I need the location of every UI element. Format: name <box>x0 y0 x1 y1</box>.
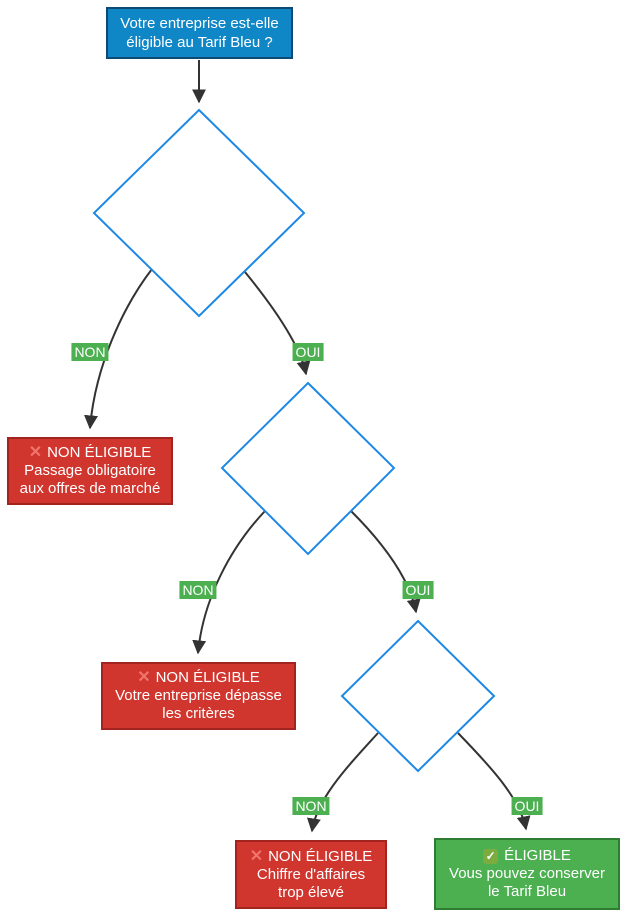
outcome-title: NON ÉLIGIBLE <box>155 669 260 686</box>
outcome-detail: Chiffre d'affaires trop élevé <box>256 865 366 901</box>
check-mark-icon: ✓ <box>483 848 499 864</box>
outcome-title-row: ✕ NON ÉLIGIBLE <box>29 444 152 462</box>
outcome-title-row: ✕ NON ÉLIGIBLE <box>137 669 260 687</box>
outcome-title-row: ✓ ÉLIGIBLE <box>483 847 571 865</box>
edge-decision2-oui <box>350 510 421 614</box>
outcome-non-eligible-2: ✕ NON ÉLIGIBLE Votre entreprise dépasse … <box>101 662 296 730</box>
edge-label-non-2: NON <box>179 581 217 599</box>
cross-mark-icon: ✕ <box>28 444 43 461</box>
edge-decision3-oui <box>457 732 531 831</box>
outcome-non-eligible-1: ✕ NON ÉLIGIBLE Passage obligatoire aux o… <box>7 437 173 505</box>
edge-decision2-non <box>192 510 266 655</box>
edge-label-oui-2: OUI <box>402 581 434 599</box>
outcome-title: ÉLIGIBLE <box>504 847 571 864</box>
start-node: Votre entreprise est-elle éligible au Ta… <box>106 7 293 59</box>
outcome-detail: Passage obligatoire aux offres de marché <box>19 462 161 497</box>
outcome-title: NON ÉLIGIBLE <box>268 847 373 865</box>
edge-decision1-oui <box>244 271 311 376</box>
decision-diamond-1 <box>92 108 306 318</box>
outcome-detail: Votre entreprise dépasse les critères <box>115 687 282 722</box>
cross-mark-icon: ✕ <box>137 669 151 686</box>
edge-decision3-non <box>306 732 379 833</box>
edge-label-oui-3: OUI <box>511 797 543 815</box>
outcome-title-row: ✕ NON ÉLIGIBLE <box>250 848 373 866</box>
outcome-eligible: ✓ ÉLIGIBLE Vous pouvez conserver le Tari… <box>434 838 620 910</box>
edge-decision1-non <box>84 268 153 430</box>
edge-label-non-1: NON <box>71 343 109 361</box>
outcome-detail: Vous pouvez conserver le Tarif Bleu <box>449 865 605 900</box>
outcome-non-eligible-3: ✕ NON ÉLIGIBLE Chiffre d'affaires trop é… <box>235 840 387 909</box>
decision-diamond-3 <box>340 619 496 773</box>
cross-mark-icon: ✕ <box>249 847 264 865</box>
outcome-title: NON ÉLIGIBLE <box>47 444 152 461</box>
decision-diamond-2 <box>220 381 396 556</box>
edge-label-oui-1: OUI <box>292 343 324 361</box>
edge-label-non-3: NON <box>292 797 330 815</box>
